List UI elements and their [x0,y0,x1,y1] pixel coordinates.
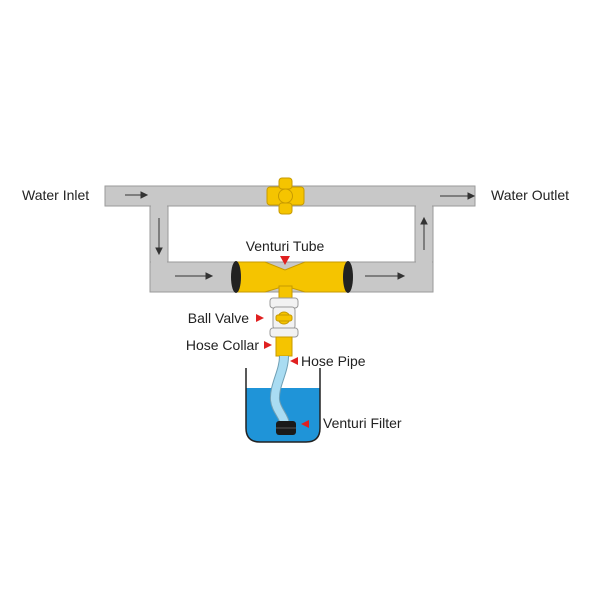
bottom-right-flow-arrow [365,272,406,280]
inlet-flow-arrow [125,191,149,199]
bottom-left-flow-arrow [175,272,214,280]
flow-arrows [125,191,476,280]
hose-collar [275,336,293,357]
up-flow-arrow [420,216,428,250]
venturi-filter-pointer [301,420,309,428]
hose-collar-label: Hose Collar [186,337,259,353]
hose-pipe-label: Hose Pipe [301,353,366,369]
venturi-outlet-coupling [343,261,353,293]
venturi-filter-label: Venturi Filter [323,415,402,431]
water-inlet-label: Water Inlet [22,187,89,203]
venturi-filter [276,421,296,435]
hose-collar-pointer [264,341,272,349]
suction-ball-valve [269,297,299,338]
ball-valve-label: Ball Valve [188,310,249,326]
label-pointers [256,256,309,428]
hose-pipe-pointer [290,357,298,365]
venturi-tube-pointer [280,256,290,265]
ball-valve-pointer [256,314,264,322]
down-flow-arrow [155,218,163,256]
venturi-tube-label: Venturi Tube [246,238,325,254]
outlet-flow-arrow [440,192,476,200]
tank-wall [245,368,321,443]
venturi-tube-body [231,261,353,301]
water-outlet-label: Water Outlet [491,187,569,203]
main-line-valve [266,177,305,215]
venturi-inlet-coupling [231,261,241,293]
labels: Water Inlet Water Outlet Venturi Tube Ba… [22,187,569,431]
